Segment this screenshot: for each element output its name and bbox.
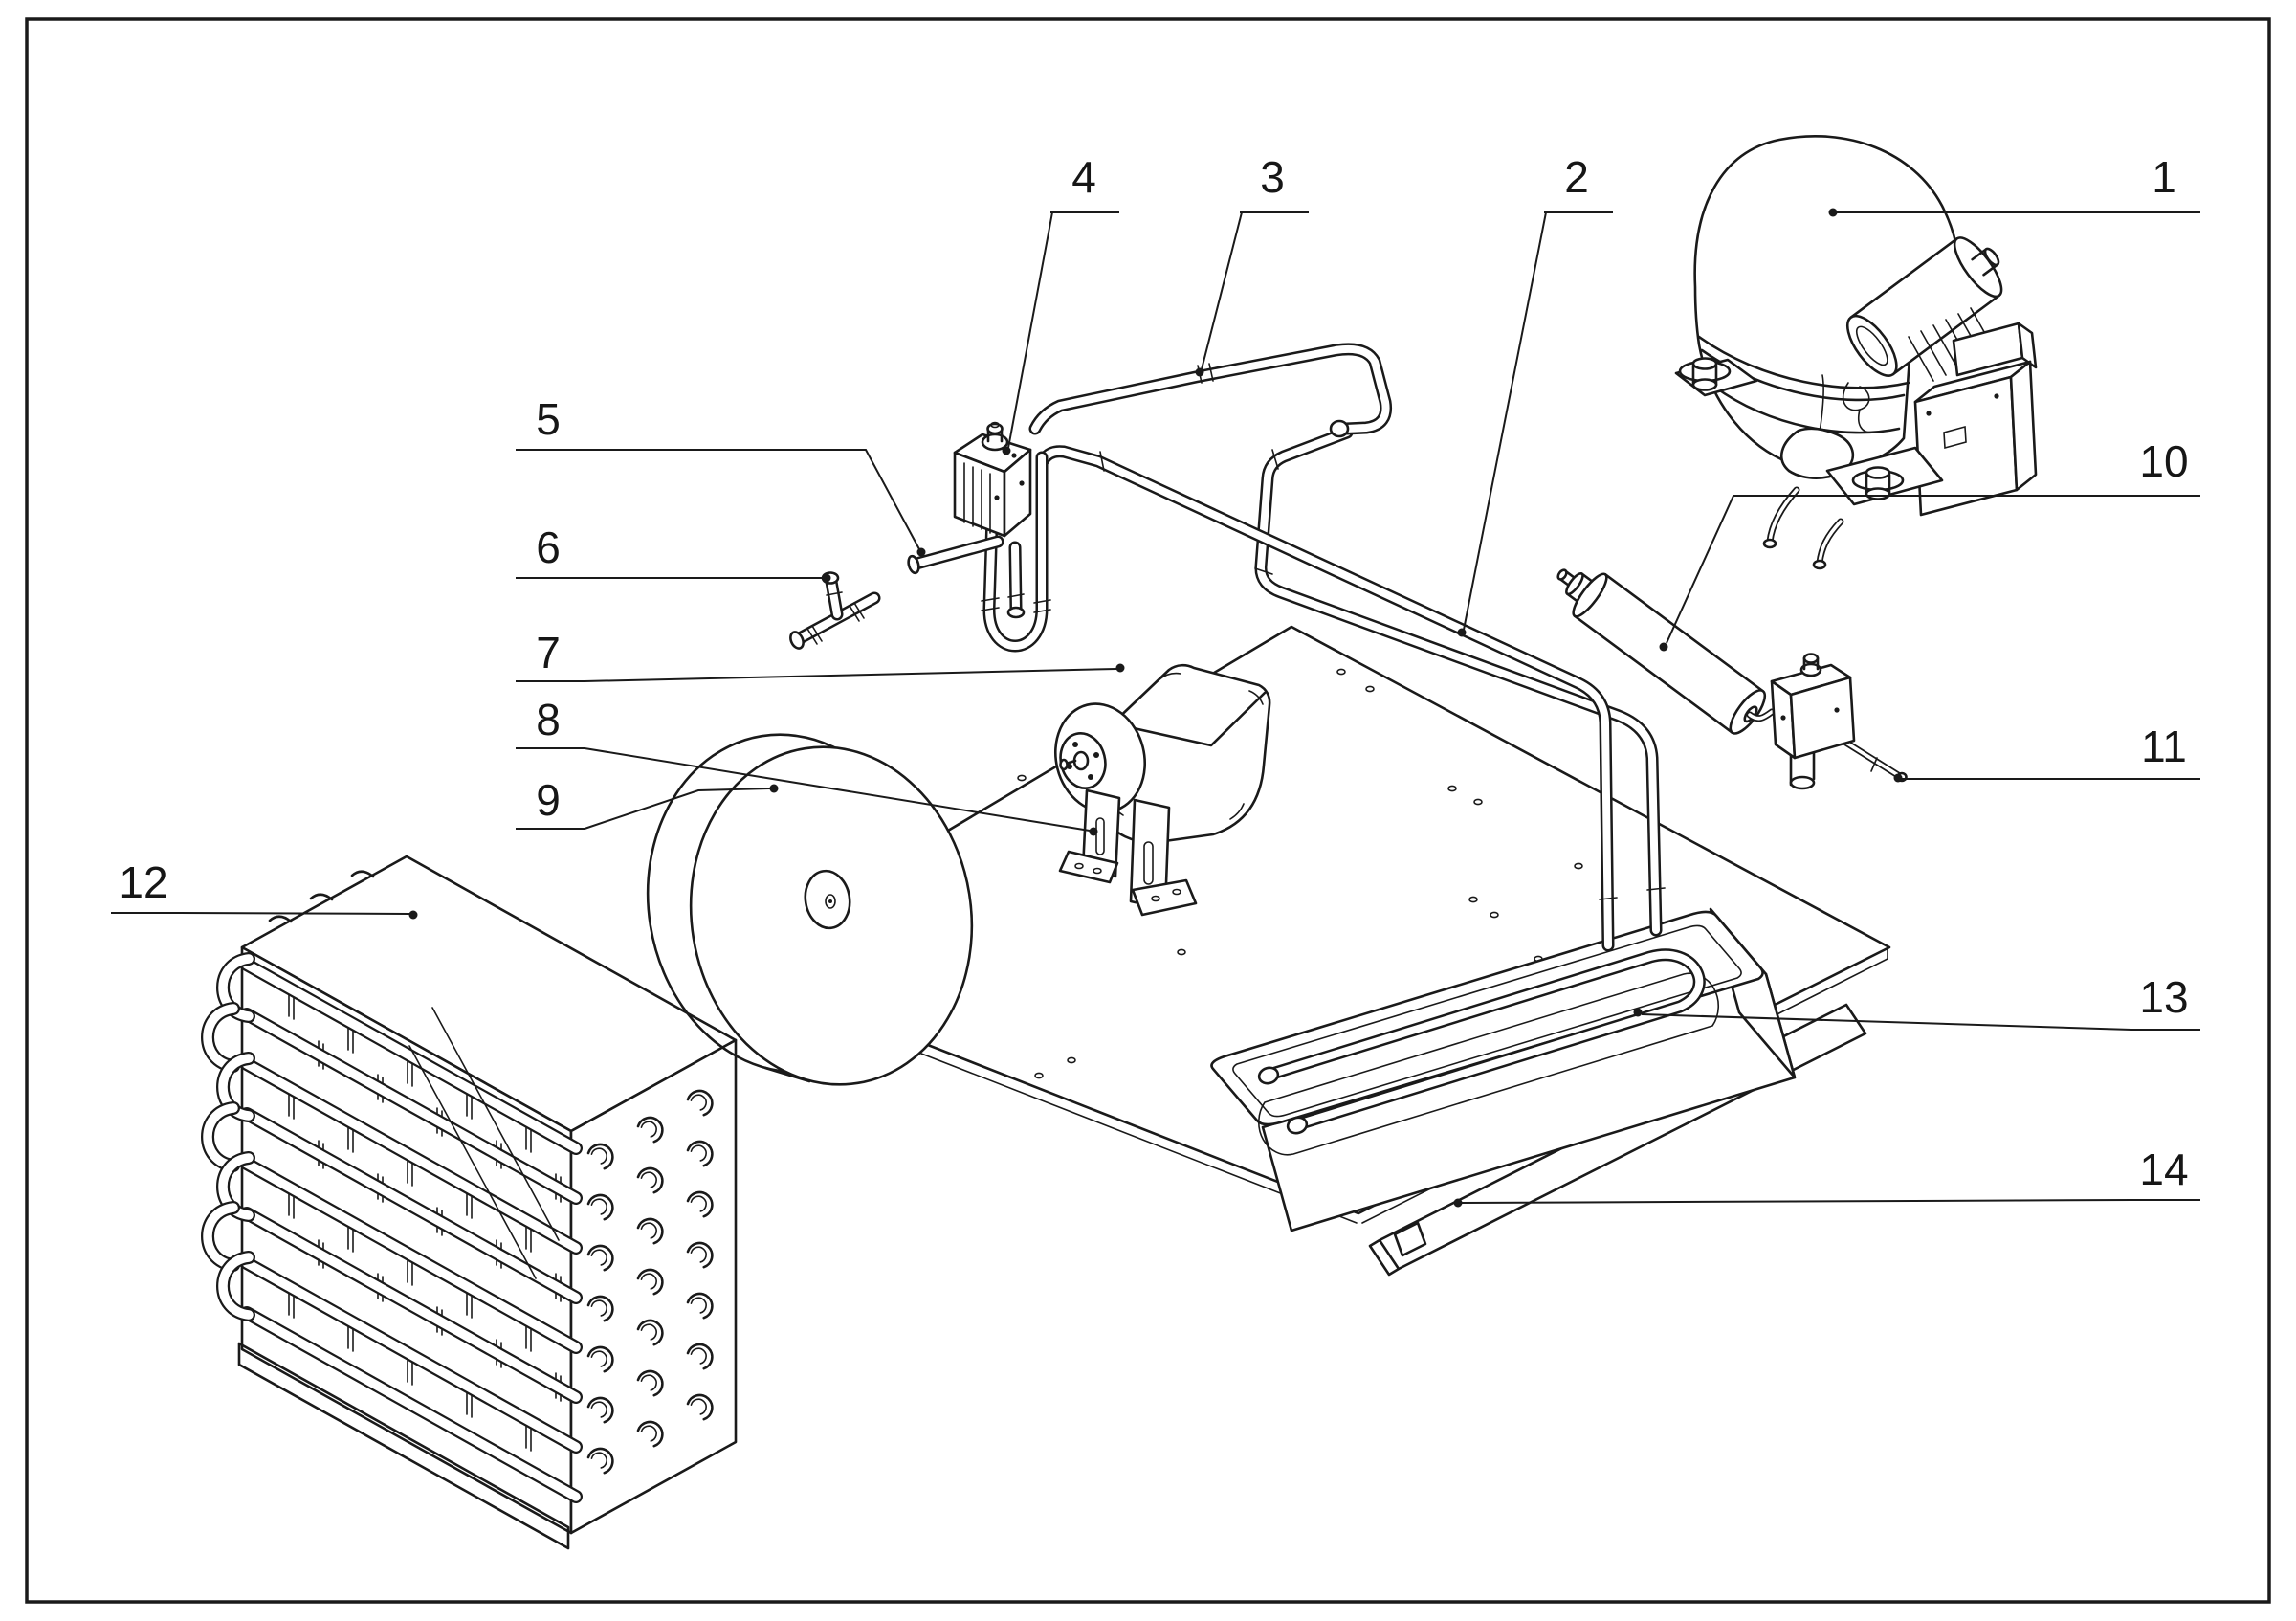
callout-number: 3	[1260, 152, 1285, 202]
valve-hairpin-tubes	[981, 457, 1051, 646]
callout-number: 6	[536, 522, 561, 572]
callout-14: 14	[1453, 1144, 2200, 1208]
tube-ball-end	[1329, 419, 1350, 438]
drain-pan	[1210, 907, 1797, 1232]
callout-number: 7	[536, 628, 561, 677]
motor-bracket-right-foot	[1131, 878, 1198, 917]
callout-10: 10	[1659, 436, 2200, 652]
leader-dot	[1828, 208, 1838, 217]
leader-dot	[1633, 1008, 1643, 1017]
callout-6: 6	[516, 522, 831, 583]
callout-number: 14	[2139, 1144, 2188, 1194]
drawing-border	[25, 17, 2271, 1604]
leader-dot	[408, 910, 418, 920]
callout-number: 4	[1071, 152, 1096, 202]
callout-1: 1	[1828, 152, 2200, 217]
service-valve	[953, 421, 1032, 538]
service-valve-2	[1770, 653, 1908, 790]
callout-12: 12	[111, 857, 418, 920]
leader-dot	[1893, 773, 1903, 783]
callout-8: 8	[516, 695, 1098, 836]
callout-number: 5	[536, 394, 561, 444]
leader-line	[179, 912, 410, 915]
leader-dot	[1002, 446, 1011, 455]
compressor-muffler	[1845, 236, 2003, 377]
leader-line	[1666, 495, 2131, 644]
drain-pan-loop-tube	[1257, 955, 1699, 1135]
compressor-wire-curl	[1843, 382, 1872, 433]
callout-3: 3	[1195, 152, 1309, 377]
leader-line	[584, 747, 1091, 832]
fan-blade-disc	[646, 733, 974, 1086]
leader-line	[584, 788, 771, 830]
leader-dot	[1089, 827, 1098, 836]
leader-line	[1201, 211, 1243, 370]
motor-bracket-left-leg	[1081, 788, 1121, 878]
compressor-relay-box	[1952, 322, 2038, 377]
valve-stub-tube	[907, 542, 998, 575]
callout-number: 8	[536, 695, 561, 744]
callout-2: 2	[1457, 152, 1613, 637]
tee-fitting	[789, 571, 874, 650]
valve2-nut	[1799, 662, 1822, 677]
leader-line	[1007, 211, 1053, 449]
callout-7: 7	[516, 628, 1125, 682]
callout-number: 2	[1564, 152, 1589, 202]
callout-number: 13	[2139, 972, 2188, 1022]
callout-13: 13	[1633, 972, 2200, 1031]
leader-dot	[822, 573, 831, 583]
compressor-terminal-box	[1913, 360, 2038, 517]
motor-bracket	[1058, 788, 1198, 917]
leader-line	[1463, 211, 1547, 631]
base-plate-holes	[1017, 668, 1583, 1079]
leader-line	[1461, 1199, 2132, 1204]
callout-number: 10	[2139, 436, 2188, 486]
callout-5: 5	[516, 394, 926, 557]
leader-dot	[769, 784, 779, 793]
compressor	[1674, 135, 2038, 570]
fan-motor	[1053, 663, 1271, 844]
callout-9: 9	[516, 775, 779, 830]
leader-dot	[916, 547, 926, 557]
leader-dot	[1457, 628, 1467, 637]
discharge-tube-assembly	[1043, 433, 1666, 945]
leader-dot	[1115, 663, 1125, 673]
callout-number: 11	[2141, 722, 2187, 771]
condenser-coil	[208, 855, 738, 1550]
callout-4: 4	[1002, 152, 1119, 455]
fan-disc-hub	[804, 869, 851, 930]
filter-drier	[1556, 568, 1767, 735]
callout-11: 11	[1893, 722, 2200, 783]
callout-number: 1	[2152, 152, 2176, 202]
leader-dot	[1195, 367, 1204, 377]
leader-line	[584, 668, 1117, 682]
leader-dot	[1453, 1198, 1463, 1208]
leader-line	[585, 449, 920, 550]
callout-number: 12	[119, 857, 167, 907]
compressor-tube	[1035, 349, 1386, 438]
callout-number: 9	[536, 775, 561, 825]
motor-bracket-left-foot	[1058, 850, 1119, 884]
leader-dot	[1659, 642, 1668, 652]
leader-line	[1641, 1013, 2132, 1031]
